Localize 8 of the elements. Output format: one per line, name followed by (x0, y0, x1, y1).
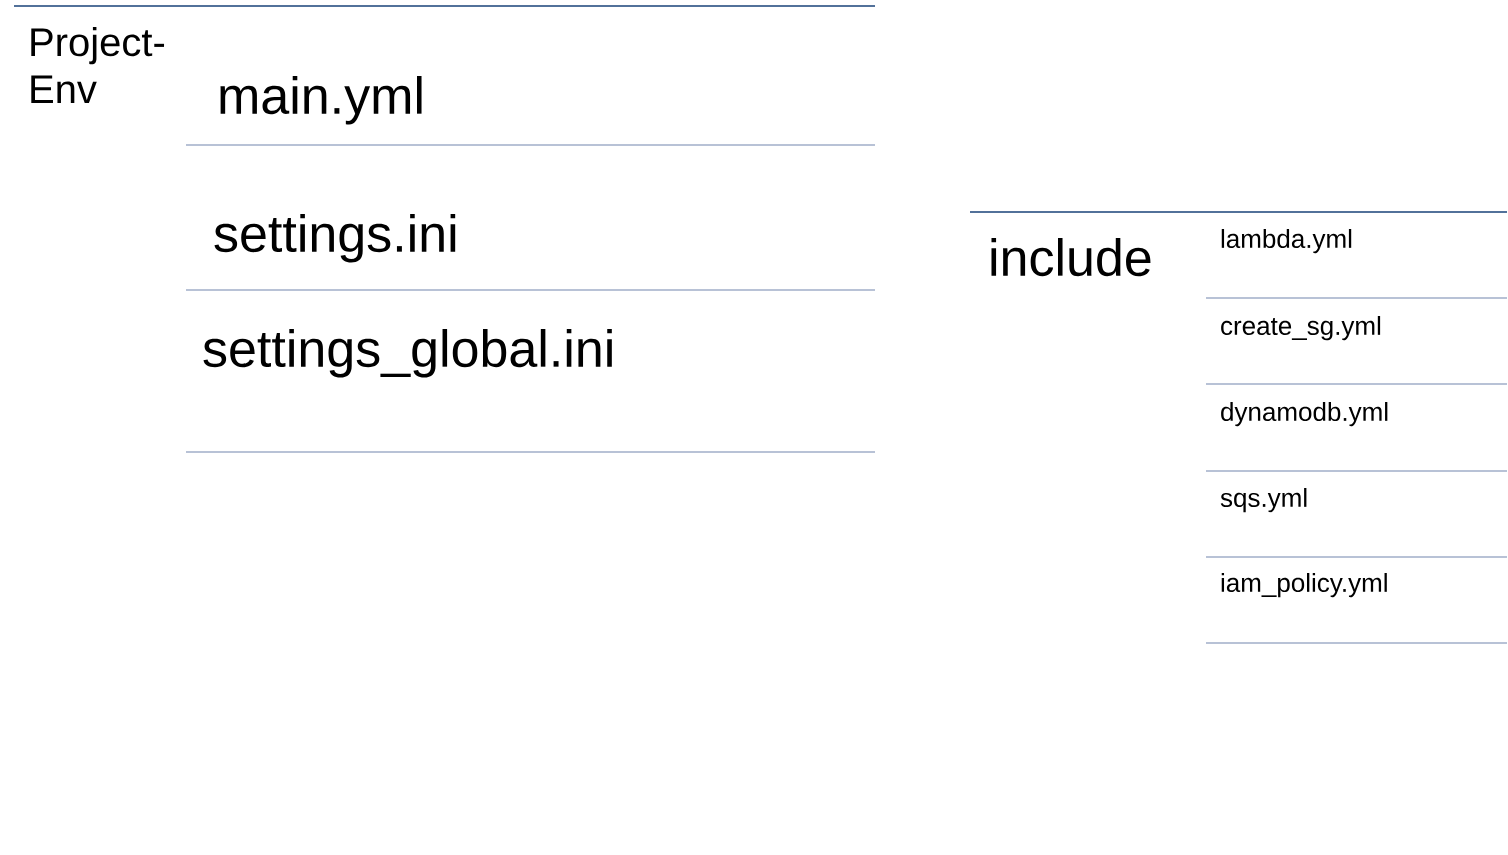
list-row: main.yml (185, 76, 876, 146)
list-row: create_sg.yml (1205, 316, 1508, 385)
list-row: dynamodb.yml (1205, 402, 1508, 472)
list-row: settings_global.ini (185, 329, 876, 453)
list-row: settings.ini (185, 214, 876, 291)
list-row: iam_policy.yml (1205, 573, 1508, 644)
list-row: sqs.yml (1205, 488, 1508, 558)
list-row: lambda.yml (1205, 229, 1508, 299)
